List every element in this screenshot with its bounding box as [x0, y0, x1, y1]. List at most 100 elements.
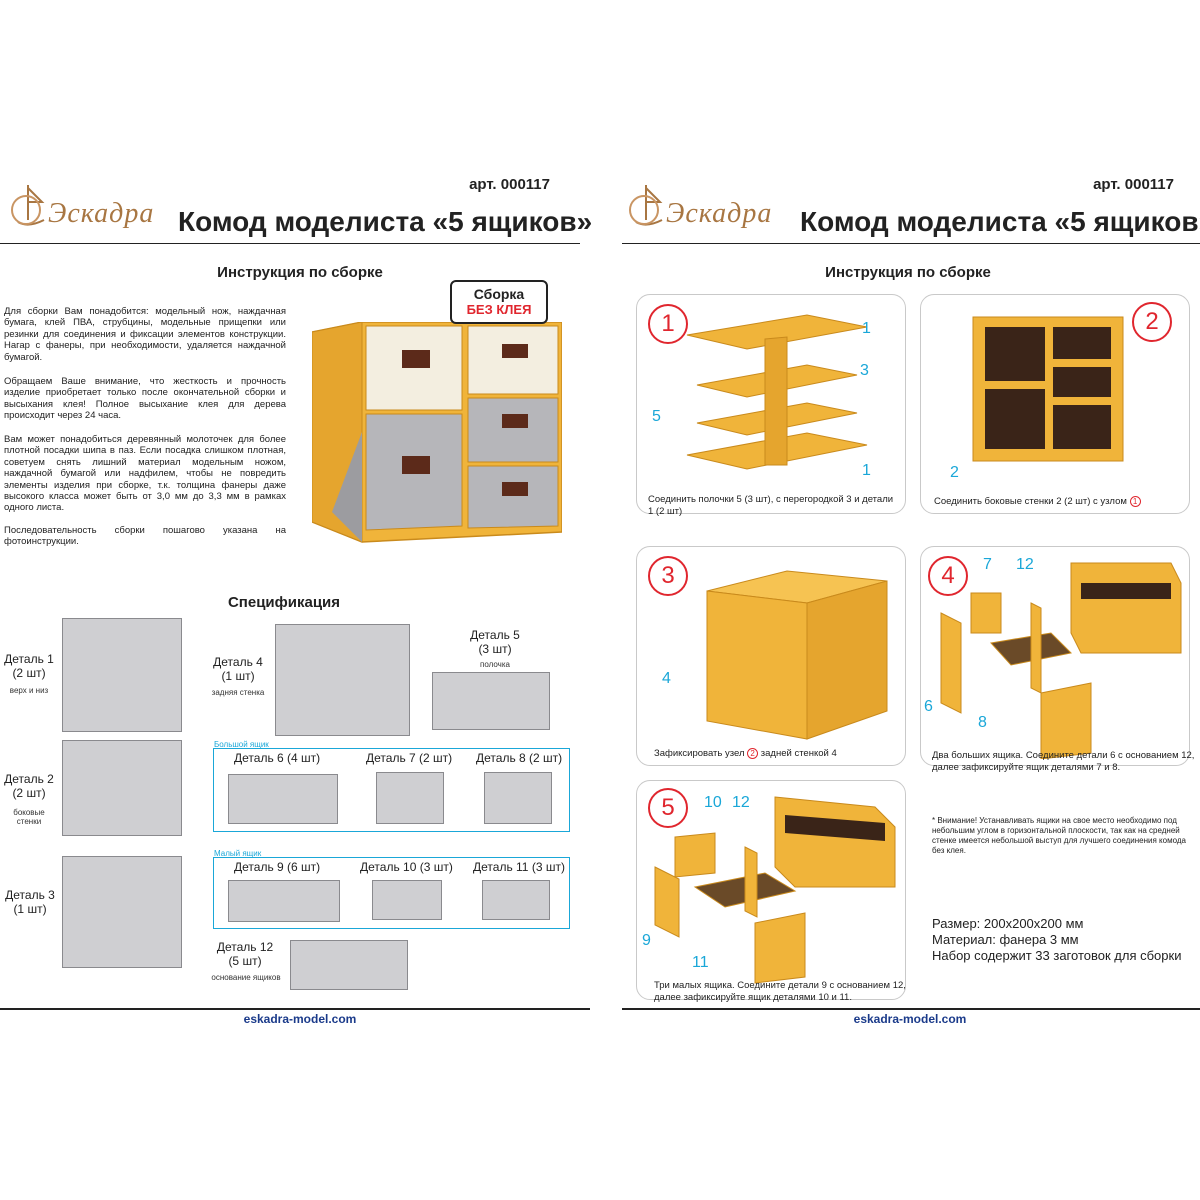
- intro-paragraph: Обращаем Ваше внимание, что жесткость и …: [4, 376, 286, 422]
- brand-logo: Эскадра: [626, 180, 786, 240]
- intro-paragraph: Последовательность сборки пошагово указа…: [4, 525, 286, 548]
- step-2-callout: 2: [950, 464, 959, 481]
- small-box-group: [213, 857, 570, 929]
- small-box-label: Малый ящик: [214, 849, 262, 858]
- detail-name: Деталь 2: [4, 772, 54, 786]
- step-1-callout: 1: [862, 320, 871, 337]
- detail-note: задняя стенка: [211, 688, 265, 697]
- article-number: арт. 000117: [1093, 176, 1174, 193]
- step-4-callout: 7: [983, 556, 992, 573]
- detail-qty: (1 шт): [221, 669, 255, 683]
- step-3-caption: Зафиксировать узел 2 задней стенкой 4: [654, 748, 904, 760]
- detail-name: Деталь 5: [470, 628, 520, 642]
- part-4-drawing: [275, 624, 410, 736]
- big-box-label: Большой ящик: [214, 740, 269, 749]
- step-3-callout: 4: [662, 670, 671, 687]
- instruction-title: Инструкция по сборке: [217, 264, 383, 281]
- part-2-drawing: [62, 740, 182, 836]
- step-5-callout: 12: [732, 794, 750, 811]
- footer-rule: [622, 1008, 1200, 1010]
- step-4-callout: 8: [978, 714, 987, 731]
- brand-logo: Эскадра: [8, 180, 168, 240]
- detail-qty: (5 шт): [228, 954, 262, 968]
- part-9-drawing: [228, 880, 340, 922]
- footer-rule: [0, 1008, 590, 1010]
- step-2-caption: Соединить боковые стенки 2 (2 шт) с узло…: [934, 496, 1194, 508]
- step-1-number: 1: [648, 304, 688, 344]
- part-1-drawing: [62, 618, 182, 732]
- spec-set: Набор содержит 33 заготовок для сборки: [932, 948, 1182, 963]
- spec-material: Материал: фанера 3 мм: [932, 932, 1079, 947]
- step-3-caption-text: Зафиксировать узел: [654, 748, 745, 759]
- page-title: Комод моделиста «5 ящиков»: [178, 206, 593, 237]
- step-2-number: 2: [1132, 302, 1172, 342]
- detail-qty: (3 шт): [478, 642, 512, 656]
- detail-name: Деталь 12: [216, 940, 274, 954]
- part-11-drawing: [482, 880, 550, 920]
- step-2-caption-text: Соединить боковые стенки 2 (2 шт) с узло…: [934, 496, 1127, 507]
- badge-line-2: БЕЗ КЛЕЯ: [466, 302, 532, 317]
- step-4-callout: 12: [1016, 556, 1034, 573]
- no-glue-badge: Сборка БЕЗ КЛЕЯ: [450, 280, 548, 324]
- detail-name: Деталь 4: [213, 655, 263, 669]
- step-1-callout: 5: [652, 408, 661, 425]
- step-5-callout: 9: [642, 932, 651, 949]
- step-5-caption: Три малых ящика. Соедините детали 9 с ос…: [654, 980, 906, 1003]
- detail-note: боковые стенки: [13, 808, 45, 826]
- big-box-group: [213, 748, 570, 832]
- step-1-callout: 3: [860, 362, 869, 379]
- detail-name: Деталь 3: [5, 888, 55, 902]
- attention-note: * Внимание! Устанавливать ящики на свое …: [932, 816, 1186, 855]
- page-title: Комод моделиста «5 ящиков»: [800, 206, 1200, 237]
- title-rule: [0, 243, 580, 244]
- step-3-caption-text: задней стенкой 4: [760, 748, 837, 759]
- intro-paragraph: Вам может понадобиться деревянный молото…: [4, 434, 286, 514]
- detail-5-label: Деталь 5 (3 шт): [460, 628, 530, 656]
- step-5-illustration: [654, 796, 896, 984]
- detail-qty: (2 шт): [12, 786, 46, 800]
- step-5-callout: 11: [692, 954, 709, 971]
- detail-note: верх и низ: [9, 686, 49, 695]
- left-page: Эскадра арт. 000117 Комод моделиста «5 я…: [0, 176, 593, 1026]
- detail-2-label: Деталь 2 (2 шт): [0, 772, 58, 800]
- step-ref-badge: 2: [747, 748, 759, 759]
- detail-note: полочка: [480, 660, 510, 669]
- step-1-illustration: [686, 314, 868, 470]
- badge-line-1: Сборка: [473, 286, 525, 302]
- detail-qty: (1 шт): [13, 902, 47, 916]
- step-2-illustration: [972, 316, 1124, 462]
- step-5-card: [636, 780, 906, 1000]
- step-1-callout: 1: [862, 462, 871, 479]
- ship-icon: [629, 185, 663, 226]
- intro-paragraph: Для сборки Вам понадобится: модельный но…: [4, 306, 286, 363]
- detail-7-label: Деталь 7 (2 шт): [366, 751, 453, 765]
- part-12-drawing: [290, 940, 408, 990]
- step-ref-badge: 1: [1129, 496, 1141, 507]
- step-4-caption: Два больших ящика. Соедините детали 6 с …: [932, 750, 1195, 773]
- footer-url[interactable]: eskadra-model.com: [243, 1012, 357, 1026]
- part-10-drawing: [372, 880, 442, 920]
- article-number: арт. 000117: [469, 176, 550, 193]
- step-5-number: 5: [648, 788, 688, 828]
- step-3-illustration: [706, 570, 888, 740]
- part-8-drawing: [484, 772, 552, 824]
- right-page: Эскадра арт. 000117 Комод моделиста «5 я…: [600, 0, 1200, 1200]
- detail-note: основание ящиков: [211, 973, 281, 982]
- instruction-title: Инструкция по сборке: [825, 264, 991, 281]
- detail-8-label: Деталь 8 (2 шт): [476, 751, 563, 765]
- part-3-drawing: [62, 856, 182, 968]
- detail-1-label: Деталь 1 (2 шт): [0, 652, 58, 680]
- detail-6-label: Деталь 6 (4 шт): [234, 751, 321, 765]
- detail-12-label: Деталь 12 (5 шт): [210, 940, 280, 968]
- footer-url[interactable]: eskadra-model.com: [853, 1012, 967, 1026]
- brand-name: Эскадра: [48, 198, 155, 229]
- title-rule: [622, 243, 1200, 244]
- detail-11-label: Деталь 11 (3 шт): [473, 860, 565, 874]
- product-specs: Размер: 200х200х200 мм Материал: фанера …: [932, 916, 1198, 964]
- part-7-drawing: [376, 772, 444, 824]
- detail-qty: (2 шт): [12, 666, 46, 680]
- step-1-caption: Соединить полочки 5 (3 шт), с перегородк…: [648, 494, 894, 517]
- spec-title: Спецификация: [227, 594, 341, 611]
- step-4-card: [920, 546, 1190, 766]
- detail-10-label: Деталь 10 (3 шт): [360, 860, 453, 874]
